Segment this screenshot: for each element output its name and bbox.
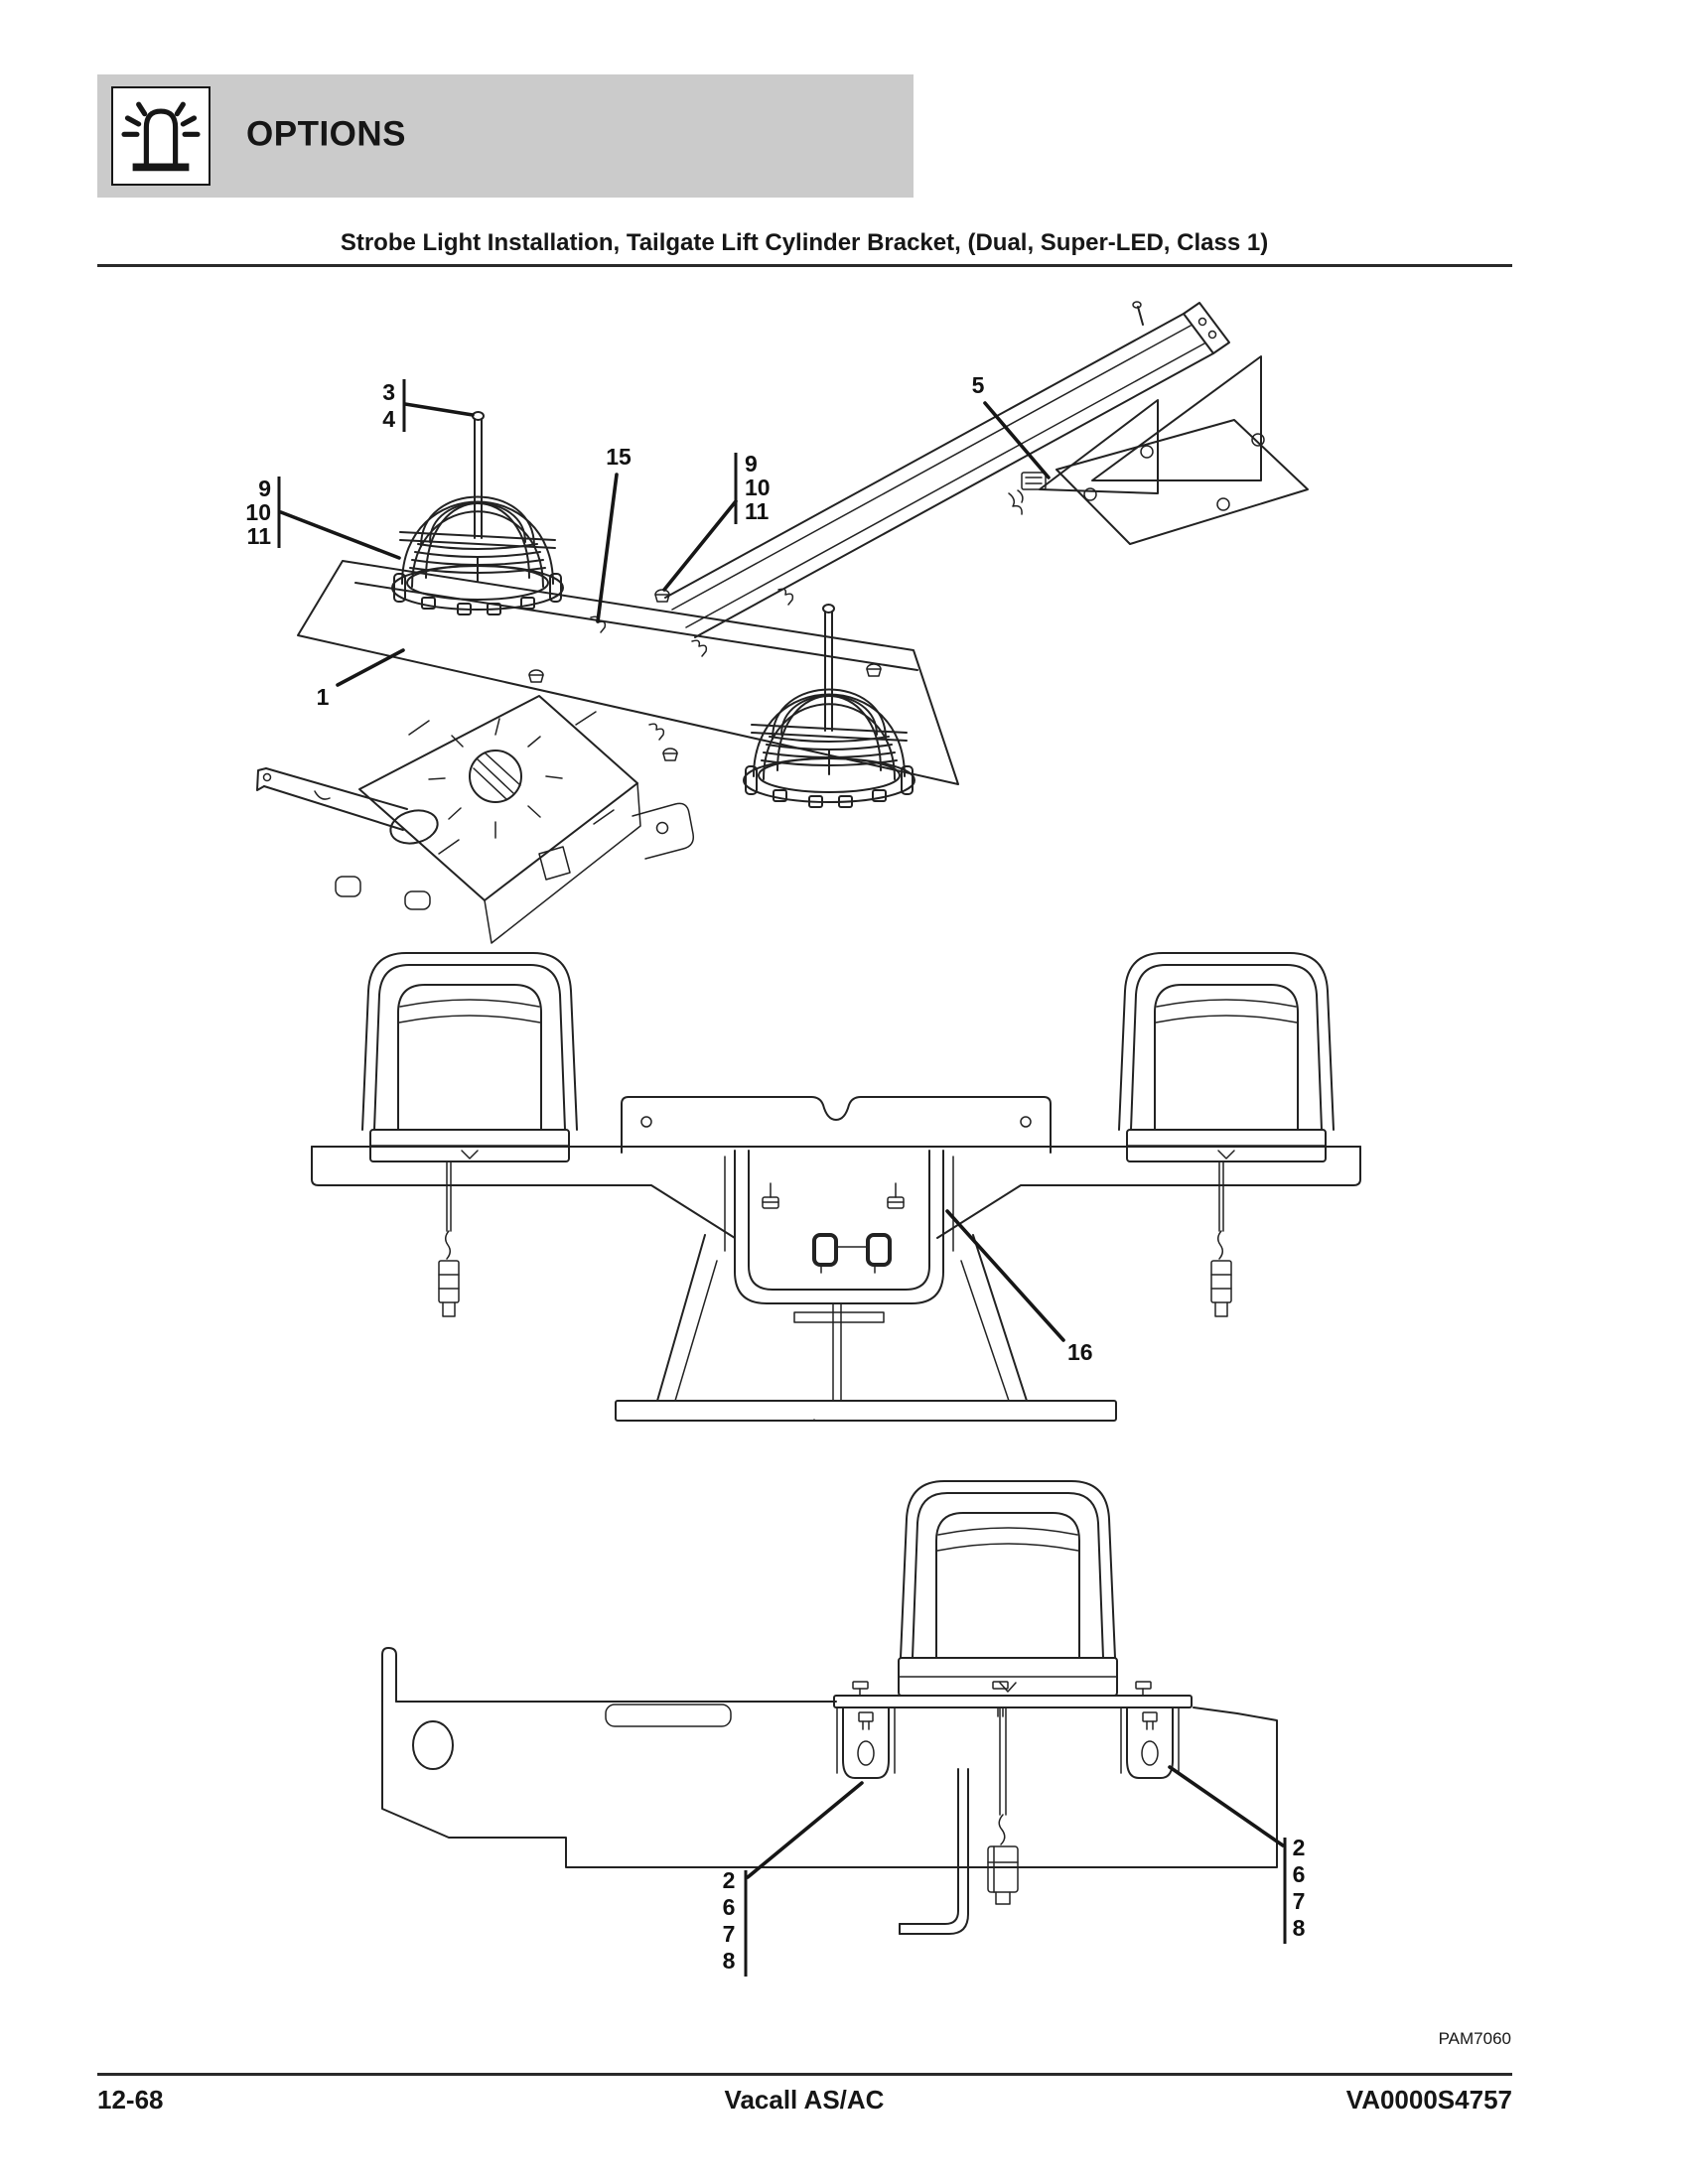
callout-label: 9 — [258, 476, 271, 501]
l-rod-drawing — [899, 1768, 969, 1935]
page-title: Strobe Light Installation, Tailgate Lift… — [340, 229, 1269, 256]
callout-9-10-11-right: 9 10 11 — [662, 451, 771, 592]
document-number: VA0000S4757 — [1345, 2085, 1512, 2115]
footer-divider — [97, 2073, 1512, 2076]
strobe-light-right-front-drawing — [1118, 952, 1335, 1162]
strobe-light-right-drawing — [743, 604, 915, 808]
figure-reference: PAM7060 — [1438, 2029, 1511, 2048]
page-number: 12-68 — [97, 2085, 164, 2115]
callout-15: 15 — [596, 444, 632, 623]
callout-label: 8 — [1293, 1915, 1306, 1941]
pedestal-base-drawing — [615, 1234, 1117, 1422]
callout-9-10-11-left: 9 10 11 — [245, 476, 401, 560]
main-bracket-bar-drawing — [311, 1146, 1361, 1239]
sub-plate-assembly-drawing — [256, 695, 641, 944]
callout-1: 1 — [317, 648, 405, 710]
callout-label: 7 — [723, 1921, 736, 1947]
callout-label: 16 — [1067, 1339, 1093, 1365]
callout-label: 11 — [247, 523, 272, 549]
cylinder-bracket-drawing — [724, 1150, 954, 1421]
lift-cylinder-rail-drawing — [632, 301, 1309, 860]
callout-label: 10 — [245, 499, 271, 525]
callout-label: 7 — [1293, 1888, 1306, 1914]
strobe-light-left-drawing — [391, 411, 564, 615]
callout-label: 6 — [723, 1894, 736, 1920]
callout-2-6-7-8-right: 2 6 7 8 — [1168, 1765, 1306, 1944]
light-mounting-bracket-drawing — [833, 1681, 1193, 1779]
title-divider — [97, 264, 1512, 267]
cable-clamp-drawing — [1008, 472, 1047, 515]
callout-label: 2 — [723, 1867, 736, 1893]
callout-label: 15 — [606, 444, 632, 470]
callout-label: 5 — [972, 372, 985, 398]
callout-2-6-7-8-left: 2 6 7 8 — [723, 1781, 864, 1977]
rear-plate-drawing — [621, 1096, 1052, 1154]
tailgate-bracket-plate-drawing — [381, 1647, 1278, 1868]
strobe-light-left-front-drawing — [361, 952, 578, 1162]
strobe-beacon-icon — [111, 86, 211, 186]
callout-label: 2 — [1293, 1835, 1306, 1860]
callout-5: 5 — [972, 372, 1051, 479]
callout-label: 6 — [1293, 1861, 1306, 1887]
wire-connector-side-drawing — [987, 1706, 1019, 1905]
callout-label: 4 — [382, 406, 395, 432]
callout-label: 9 — [745, 451, 758, 477]
diagram-isometric-assembly: 3 4 9 10 11 15 9 10 11 5 — [245, 301, 1309, 944]
strobe-beacon-glyph — [121, 101, 201, 172]
callout-3-4: 3 4 — [382, 379, 475, 432]
callout-label: 8 — [723, 1948, 736, 1974]
model-name: Vacall AS/AC — [724, 2085, 885, 2115]
callout-label: 3 — [382, 379, 395, 405]
diagram-side-view: 2 6 7 8 2 6 7 8 — [381, 1480, 1306, 1977]
diagram-front-view: 16 — [311, 952, 1361, 1422]
callout-16: 16 — [945, 1209, 1093, 1365]
strobe-light-side-drawing — [898, 1480, 1118, 1697]
callout-label: 10 — [745, 475, 771, 500]
options-banner: OPTIONS — [97, 74, 914, 198]
section-title: OPTIONS — [246, 114, 407, 154]
callout-label: 1 — [317, 684, 330, 710]
callout-label: 11 — [745, 498, 770, 524]
